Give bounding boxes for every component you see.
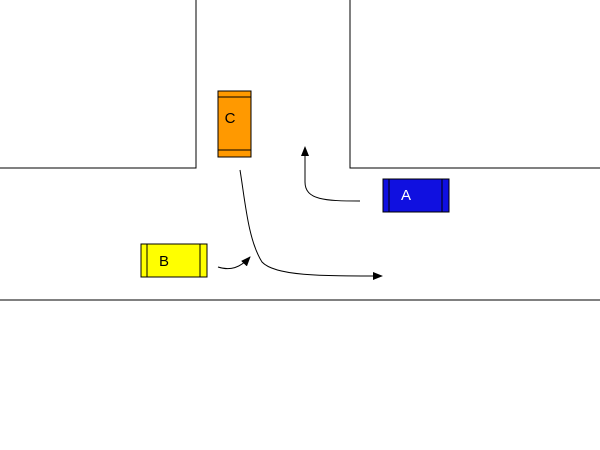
- vehicle-c-body: [217, 90, 252, 158]
- vehicle-c-label: C: [225, 110, 236, 127]
- vehicle-c: C: [217, 90, 252, 158]
- movement-arrows: [217, 146, 383, 280]
- vehicle-b-label: B: [159, 253, 169, 270]
- road-edge-top-left: [0, 0, 197, 169]
- vehicle-c-path-arrow: [239, 169, 383, 280]
- road-edges: [0, 0, 600, 301]
- vehicle-b: B: [140, 243, 208, 278]
- vehicle-a: A: [382, 178, 450, 213]
- vehicle-a-label: A: [401, 187, 411, 204]
- vehicle-b-path-arrow: [217, 256, 251, 270]
- vehicle-a-body: [382, 178, 450, 213]
- vehicle-a-path-arrow: [301, 146, 361, 202]
- vehicle-b-body: [140, 243, 208, 278]
- road-edge-top-right: [349, 0, 600, 169]
